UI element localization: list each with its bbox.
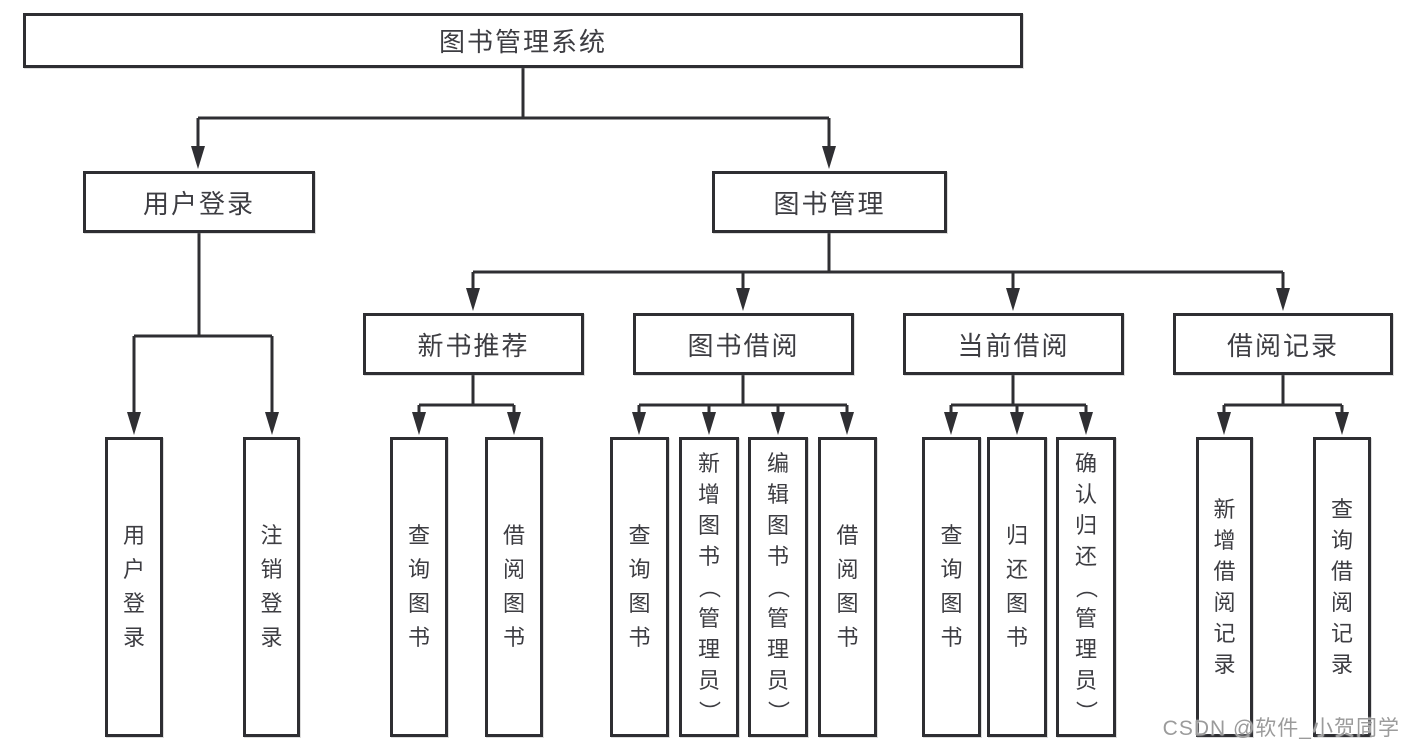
node-borrow-records: 借阅记录	[1173, 313, 1393, 375]
connector-borrow-record-branch	[1222, 375, 1344, 416]
arrowhead	[944, 412, 958, 435]
arrowhead	[1006, 288, 1020, 311]
connector-root-branch	[196, 68, 831, 150]
leaf-query-books-borrow: 查询图书	[610, 437, 669, 737]
arrowhead	[1217, 412, 1231, 435]
arrowhead	[412, 412, 426, 435]
node-book-borrow: 图书借阅	[633, 313, 854, 375]
arrowhead	[466, 288, 480, 311]
node-book-management: 图书管理	[712, 171, 947, 233]
node-root: 图书管理系统	[23, 13, 1023, 68]
arrowheads	[127, 146, 1349, 435]
leaf-logout-login: 注销登录	[243, 437, 300, 737]
leaf-query-books-recommend: 查询图书	[390, 437, 448, 737]
leaf-borrow-books-recommend: 借阅图书	[485, 437, 543, 737]
connector-user-login-branch	[132, 233, 274, 416]
leaf-user-login: 用户登录	[105, 437, 163, 737]
node-current-borrow: 当前借阅	[903, 313, 1124, 375]
leaf-query-books-current: 查询图书	[922, 437, 981, 737]
csdn-watermark: CSDN @软件_小贺同学	[1162, 717, 1400, 740]
arrowhead	[632, 412, 646, 435]
leaf-edit-books-admin: 编辑图书（管理员）	[748, 437, 808, 737]
arrowhead	[1079, 412, 1093, 435]
leaf-query-borrow-record: 查询借阅记录	[1313, 437, 1371, 737]
arrowhead	[1010, 412, 1024, 435]
arrowhead	[702, 412, 716, 435]
arrowhead	[507, 412, 521, 435]
node-user-login: 用户登录	[83, 171, 315, 233]
arrowhead	[822, 146, 836, 169]
node-new-book-recommend: 新书推荐	[363, 313, 584, 375]
leaf-confirm-return-admin: 确认归还（管理员）	[1056, 437, 1116, 737]
connector-book-mgmt-branch	[471, 233, 1285, 292]
leaf-borrow-books: 借阅图书	[818, 437, 877, 737]
arrowhead	[1335, 412, 1349, 435]
leaf-add-books-admin: 新增图书（管理员）	[679, 437, 739, 737]
arrowhead	[191, 146, 205, 169]
connector-current-borrow-branch	[949, 375, 1088, 416]
arrowhead	[127, 412, 141, 435]
connector-new-book-branch	[417, 375, 516, 416]
arrowhead	[1276, 288, 1290, 311]
leaf-add-borrow-record: 新增借阅记录	[1196, 437, 1253, 737]
arrowhead	[771, 412, 785, 435]
leaf-return-books: 归还图书	[987, 437, 1047, 737]
connector-book-borrow-branch	[637, 375, 849, 416]
arrowhead	[736, 288, 750, 311]
arrowhead	[265, 412, 279, 435]
arrowhead	[840, 412, 854, 435]
